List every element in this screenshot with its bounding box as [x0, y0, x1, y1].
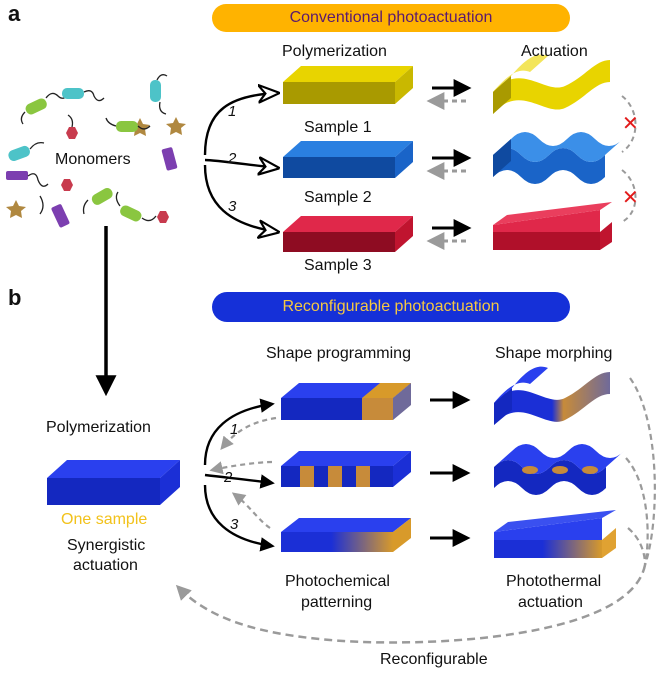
conventional-banner: Conventional photoactuation: [212, 4, 570, 32]
sample-3-block: [283, 216, 413, 252]
photothermal-label-1: Photothermal: [506, 573, 602, 590]
photochemical-label-2: patterning: [301, 594, 373, 611]
one-sample-block: [47, 460, 180, 505]
sample-2-label: Sample 2: [304, 189, 372, 206]
sample-3-label: Sample 3: [304, 257, 372, 274]
reconfigurable-banner-text: Reconfigurable photoactuation: [282, 298, 500, 315]
branch-arrows-a: [203, 93, 278, 232]
actuated-sample-3: [493, 202, 612, 250]
morphed-shape-1: [494, 366, 610, 425]
reconfigurable-banner: Reconfigurable photoactuation: [212, 292, 570, 322]
col-shape-programming: Shape programming: [266, 345, 411, 362]
synergistic-label-1: Synergistic: [67, 537, 146, 554]
photochemical-label-1: Photochemical: [285, 573, 390, 590]
path-number-a1: 1: [228, 103, 237, 120]
programmed-block-2: [281, 451, 411, 487]
sample-2-block: [283, 141, 413, 178]
reconfigurable-label: Reconfigurable: [380, 651, 488, 668]
programmed-block-3: [281, 518, 411, 552]
col-actuation-a: Actuation: [521, 43, 588, 60]
actuated-sample-2: [493, 132, 623, 184]
polymerization-label-b: Polymerization: [46, 419, 151, 436]
photothermal-label-2: actuation: [518, 594, 583, 611]
fail-marker-1: ✕: [622, 113, 639, 135]
path-number-b1: 1: [230, 421, 239, 438]
morphed-shape-2: [494, 444, 624, 495]
transition-arrows-a: [426, 79, 472, 250]
path-number-b3: 3: [230, 516, 239, 533]
monomers-label: Monomers: [55, 151, 131, 168]
reconfigurable-loop: [175, 377, 656, 644]
monomer-cluster: [6, 74, 186, 228]
sample-1-label: Sample 1: [304, 119, 372, 136]
panel-letter-b: b: [8, 285, 22, 310]
programmed-block-1: [281, 383, 411, 420]
col-polymerization-a: Polymerization: [282, 43, 387, 60]
branch-arrows-b: [203, 398, 277, 552]
col-shape-morphing: Shape morphing: [495, 345, 613, 362]
sample-1-block: [283, 66, 413, 104]
actuated-sample-1: [493, 54, 610, 114]
panel-letter-a: a: [8, 1, 21, 26]
path-number-b2: 2: [224, 469, 233, 486]
path-number-a3: 3: [228, 198, 237, 215]
blocked-connectors: [621, 95, 637, 223]
fail-marker-2: ✕: [622, 187, 639, 209]
morphed-shape-3: [494, 510, 616, 558]
conventional-banner-text: Conventional photoactuation: [289, 9, 493, 26]
path-number-a2: 2: [228, 150, 237, 167]
transition-arrows-b: [430, 391, 471, 547]
synergistic-label-2: actuation: [73, 557, 138, 574]
one-sample-label: One sample: [61, 511, 148, 528]
